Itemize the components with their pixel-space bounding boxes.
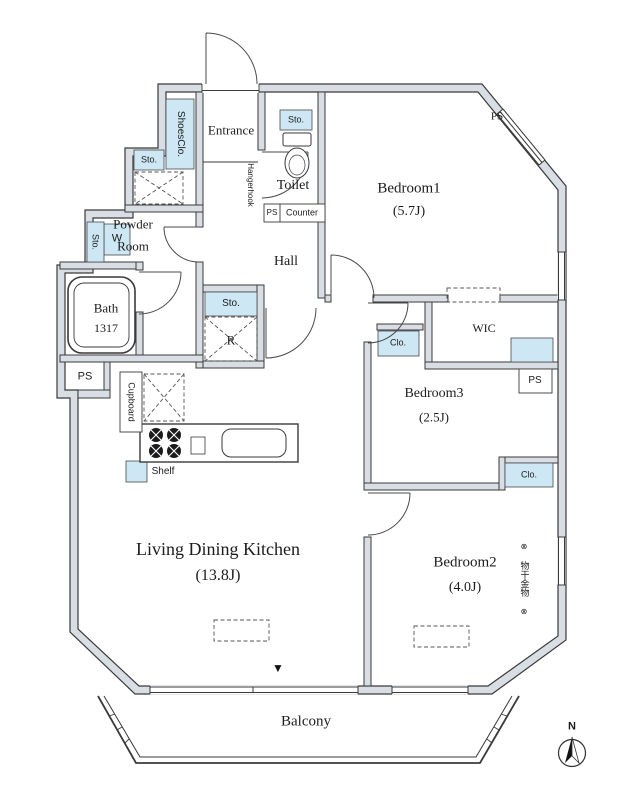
ps-label-top-right: PS xyxy=(490,110,504,123)
kitchen-counter xyxy=(139,423,299,463)
clo-label-bedroom3: Clo. xyxy=(389,337,407,348)
windows xyxy=(149,108,566,695)
laundry-hardware-icon-2: ⊗ xyxy=(520,607,528,616)
bedroom3-size-label: (2.5J) xyxy=(419,409,449,425)
compass-icon xyxy=(557,736,587,768)
north-label: N xyxy=(568,720,576,733)
ldk-size-label: (13.8J) xyxy=(195,567,241,584)
ldk-label: Living Dining Kitchen xyxy=(136,539,300,559)
counter-label: Counter xyxy=(285,207,319,218)
balcony-railing xyxy=(97,695,520,764)
refrigerator-label: R xyxy=(226,332,236,348)
grill-icon xyxy=(190,436,206,455)
entrance-label: Entrance xyxy=(207,122,255,138)
cupboard-label: Cupboard xyxy=(126,382,137,422)
toilet-fixture xyxy=(282,132,312,179)
bedroom2-size-label: (4.0J) xyxy=(448,580,482,595)
washer-label: W xyxy=(111,232,123,245)
hall-label: Hall xyxy=(273,254,299,269)
doors xyxy=(138,32,411,536)
sto-label-toilet: Sto. xyxy=(287,114,305,125)
ps-label-left: PS xyxy=(77,370,93,383)
bedroom2-label: Bedroom2 xyxy=(433,554,497,571)
wic-label: WIC xyxy=(472,321,496,335)
bedroom3-label: Bedroom3 xyxy=(404,386,464,401)
ps-label-counter: PS xyxy=(266,208,278,217)
sto-label-left: Sto. xyxy=(90,233,101,251)
toilet-label: Toilet xyxy=(276,178,310,193)
sto-label-hall: Sto. xyxy=(222,298,240,309)
laundry-hardware-label: 物干金物 xyxy=(519,561,530,597)
bedroom1-label: Bedroom1 xyxy=(377,180,441,197)
balcony-entry-icon: ▼ xyxy=(272,661,284,675)
hangerhook-label: Hangerhook xyxy=(246,163,255,207)
bedroom1-size-label: (5.7J) xyxy=(392,204,426,219)
powder-room-label-line1: Powder xyxy=(113,216,153,232)
ps-label-right: PS xyxy=(528,375,542,386)
stove-burners-icon xyxy=(149,428,181,458)
bathtub xyxy=(67,276,136,354)
powder-room-label-line2: Room xyxy=(117,238,149,254)
balcony-label: Balcony xyxy=(281,713,331,730)
shoes-closet-label: ShoesClo. xyxy=(175,110,186,158)
storage-highlights xyxy=(86,98,554,488)
outer-walls xyxy=(56,83,567,695)
fixture-boxes xyxy=(119,203,553,433)
sink-icon xyxy=(221,428,287,458)
sto-label-top-left: Sto. xyxy=(140,154,158,165)
clo-label-bedroom2: Clo. xyxy=(520,469,538,480)
dashed-fixtures xyxy=(134,171,501,648)
bath-size-label: 1317 xyxy=(94,321,118,335)
entrance-opening xyxy=(201,83,260,163)
bath-label: Bath xyxy=(93,300,119,316)
shelf-label: Shelf xyxy=(151,466,175,477)
laundry-hardware-icon: ⊗ xyxy=(520,542,528,551)
